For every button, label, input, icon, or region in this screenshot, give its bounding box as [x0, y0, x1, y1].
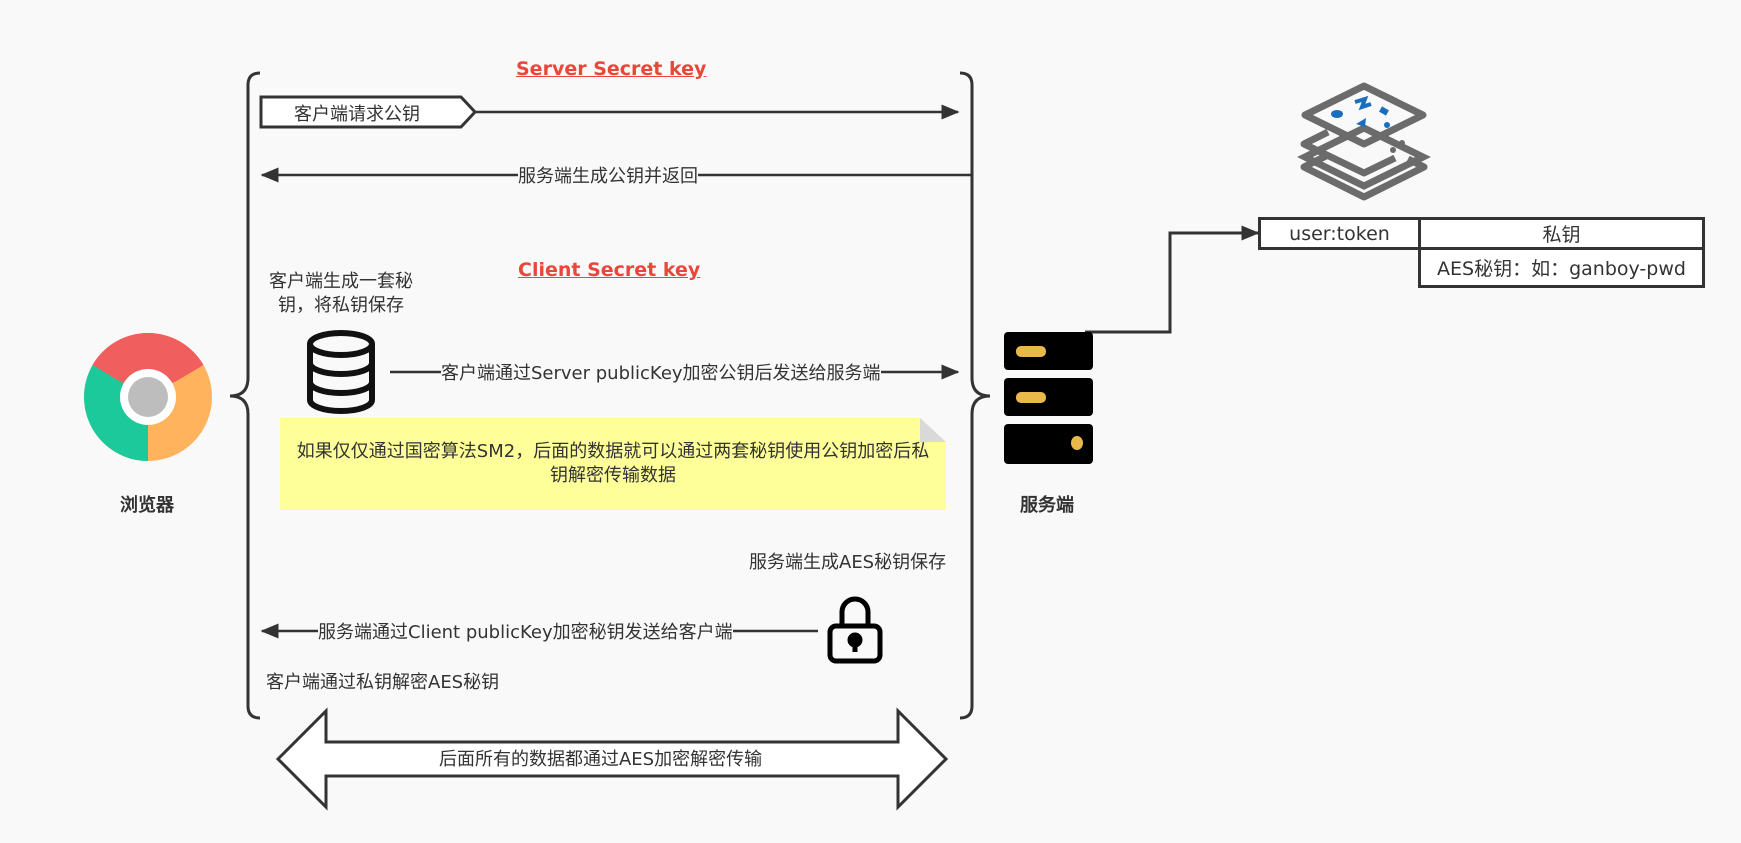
client-decrypt-aes-label: 客户端通过私钥解密AES秘钥 — [266, 672, 500, 693]
server-generate-aes-label: 服务端生成AES秘钥保存 — [749, 552, 947, 573]
server-secret-key-title: Server Secret key — [516, 58, 707, 80]
client-encrypt-send-label: 客户端通过Server publicKey加密公钥后发送给服务端 — [441, 363, 881, 385]
all-data-aes-label: 后面所有的数据都通过AES加密解密传输 — [439, 749, 763, 770]
request-tag-shape — [259, 95, 478, 129]
server-icon — [1004, 332, 1093, 464]
store-key-cell: user:token — [1258, 217, 1421, 250]
server-store-connector — [1085, 225, 1260, 334]
left-brace — [229, 71, 261, 720]
server-encrypt-send-label: 服务端通过Client publicKey加密秘钥发送给客户端 — [318, 622, 733, 644]
layers-storage-icon — [1297, 82, 1431, 201]
server-label: 服务端 — [1020, 495, 1074, 516]
chrome-browser-icon — [84, 333, 212, 461]
client-generate-keys-label: 客户端生成一套秘钥，将私钥保存 — [269, 271, 413, 316]
database-icon — [307, 330, 375, 414]
sticky-note-text: 如果仅仅通过国密算法SM2，后面的数据就可以通过两套秘钥使用公钥加密后私钥解密传… — [296, 441, 930, 486]
sticky-note — [280, 418, 946, 510]
client-secret-key-title: Client Secret key — [518, 259, 701, 281]
double-arrow-shape — [275, 707, 949, 811]
right-brace — [959, 71, 991, 720]
browser-label: 浏览器 — [120, 495, 174, 516]
store-value-cell-2: AES秘钥：如：ganboy-pwd — [1418, 247, 1705, 288]
client-request-pubkey-label: 客户端请求公钥 — [294, 104, 420, 125]
server-generate-return-label: 服务端生成公钥并返回 — [518, 166, 698, 188]
store-value-cell: 私钥 — [1418, 217, 1705, 250]
lock-icon — [827, 596, 883, 664]
